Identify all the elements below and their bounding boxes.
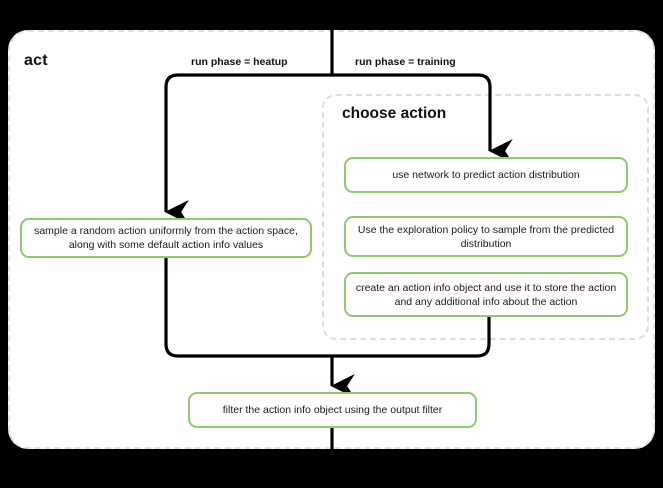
group-act-label: act	[24, 52, 48, 69]
edge-label-training: run phase = training	[355, 56, 456, 68]
node-use-network-predict[interactable]: use network to predict action distributi…	[344, 157, 628, 193]
node-create-action-info[interactable]: create an action info object and use it …	[344, 272, 628, 317]
edge-label-heatup: run phase = heatup	[191, 56, 288, 68]
group-choose-action-label: choose action	[342, 105, 447, 122]
node-sample-random-action[interactable]: sample a random action uniformly from th…	[20, 218, 312, 258]
node-exploration-policy-sample[interactable]: Use the exploration policy to sample fro…	[344, 216, 628, 257]
node-filter-output[interactable]: filter the action info object using the …	[188, 392, 477, 428]
